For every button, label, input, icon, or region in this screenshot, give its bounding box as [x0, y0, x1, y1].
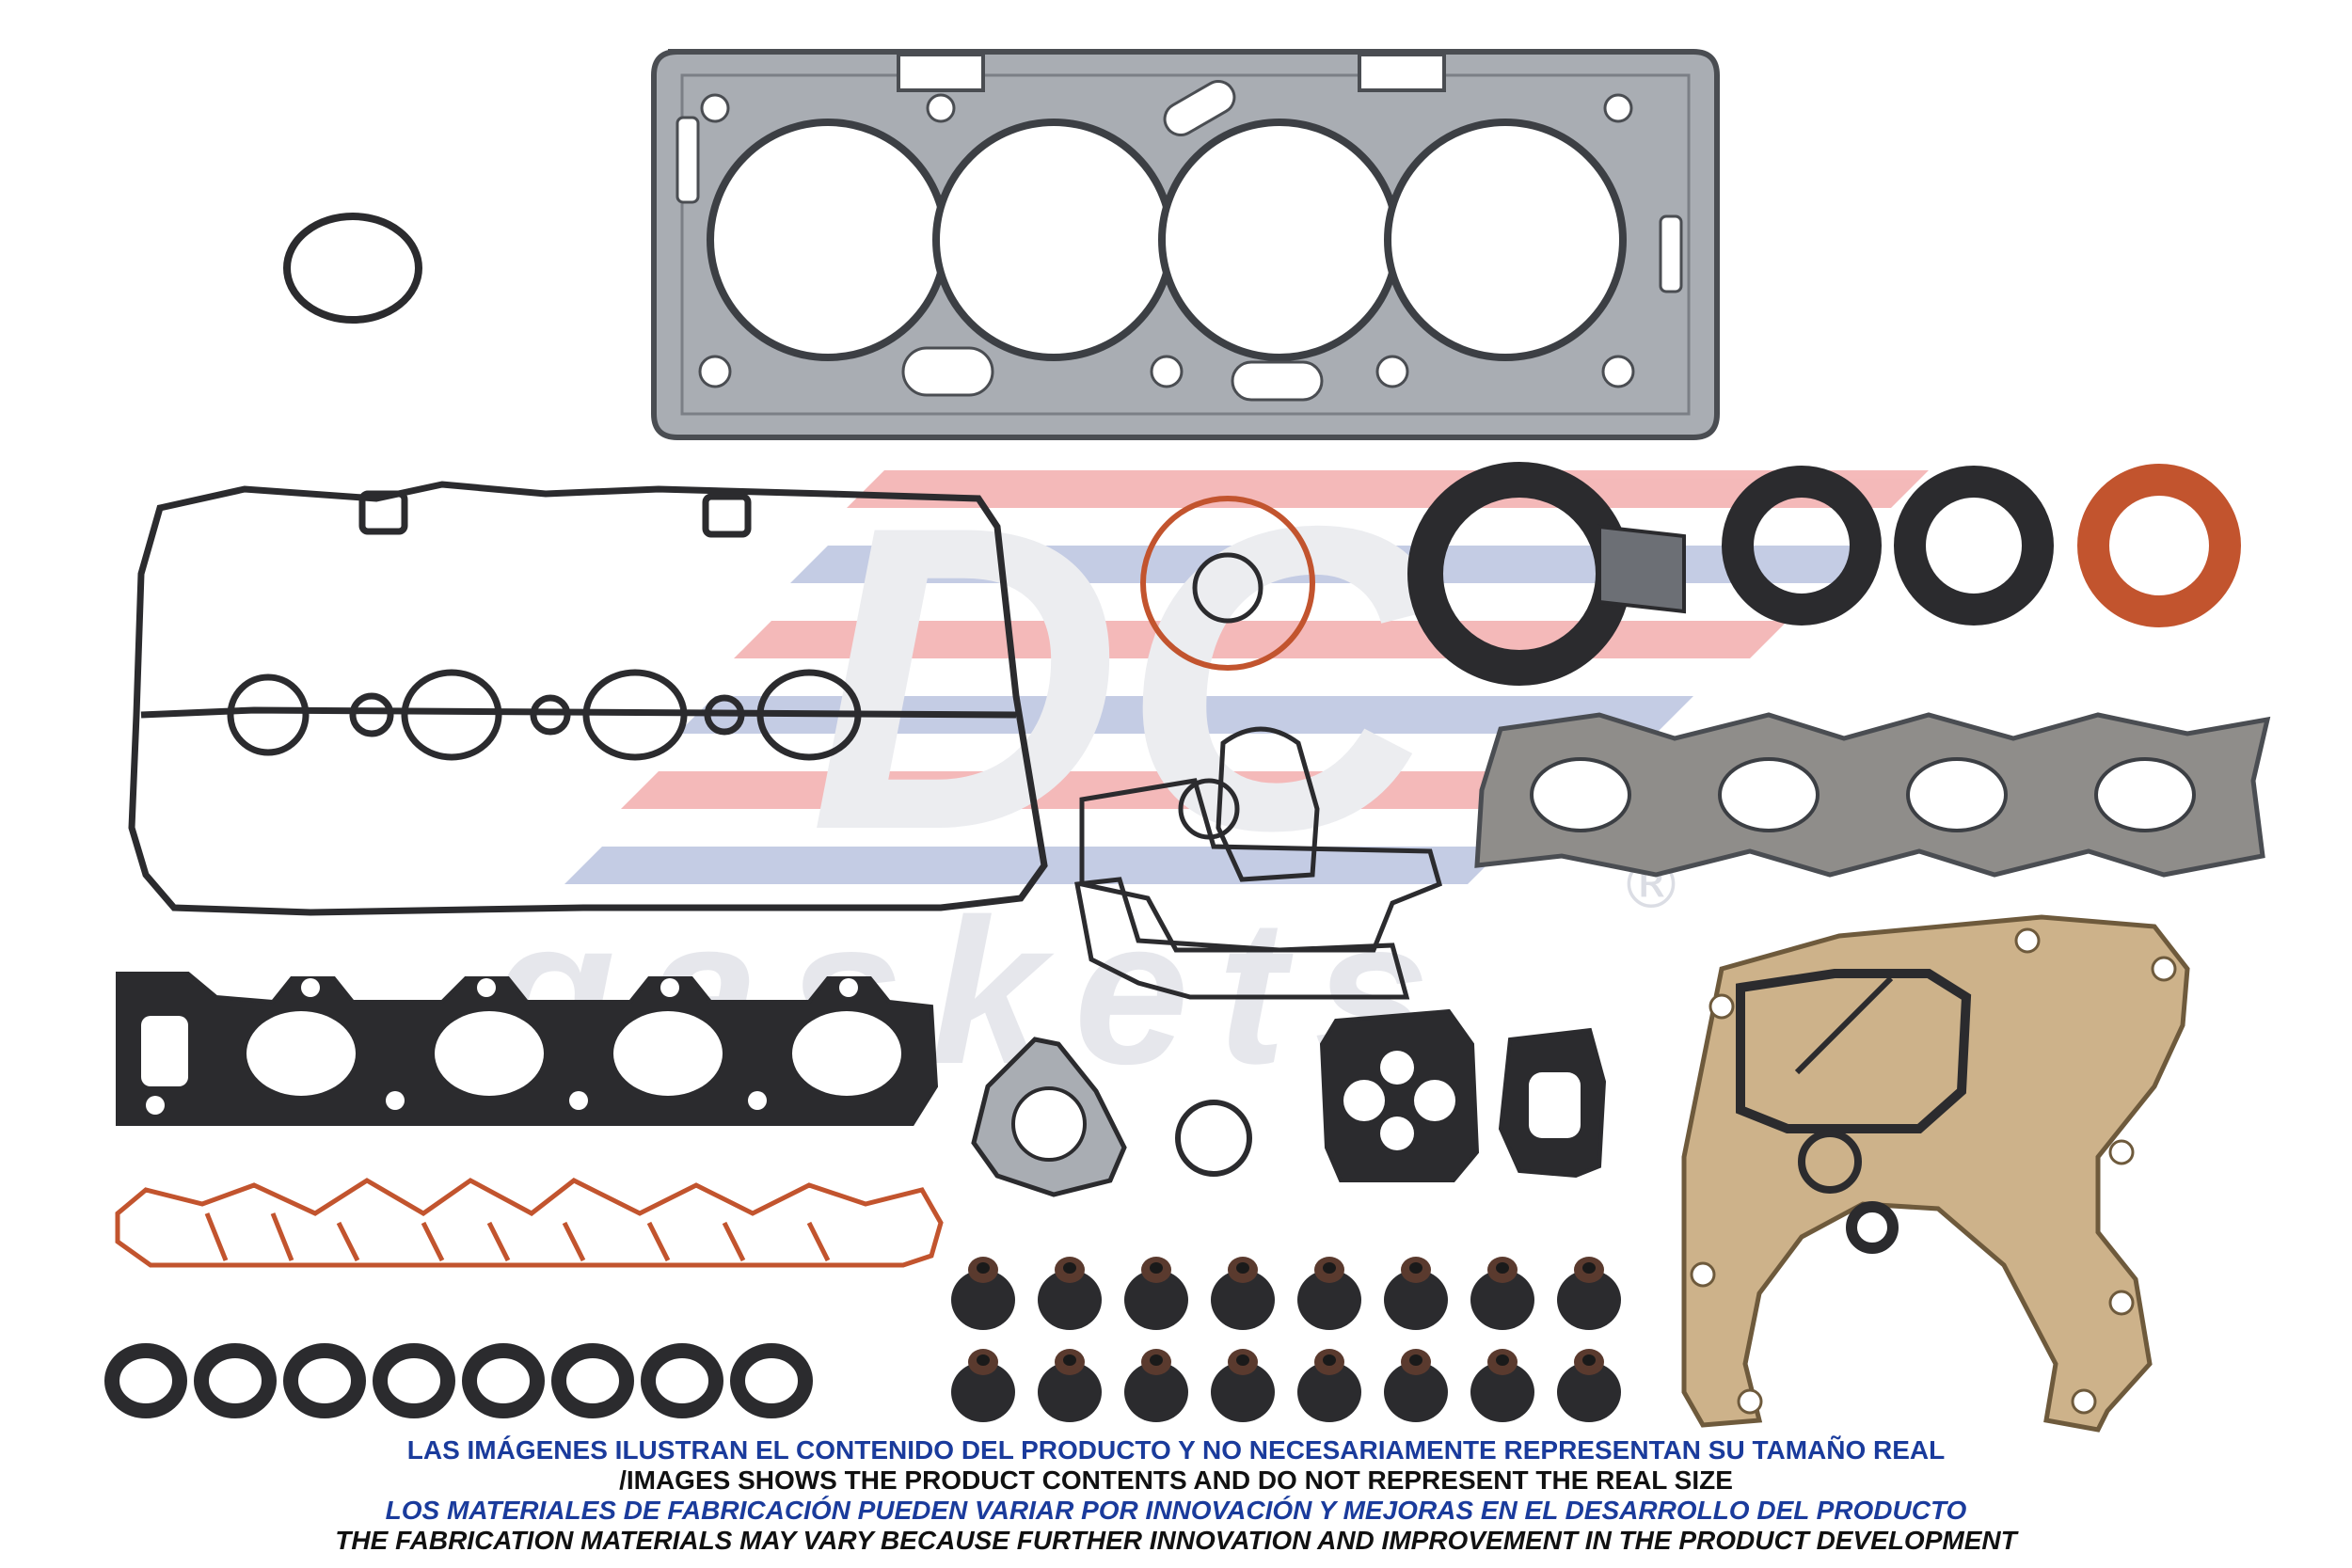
oil-cooler-gasket-icon [1074, 726, 1443, 1000]
injector-o-ring [551, 1343, 634, 1418]
watermark-dc-text: DC [809, 437, 1439, 920]
injector-o-ring [730, 1343, 813, 1418]
timing-cover-gasket-icon [1681, 914, 2190, 1433]
caption-es-materials: LOS MATERIALES DE FABRICACIÓN PUEDEN VAR… [385, 1496, 1967, 1525]
orange-o-ring-icon [1140, 496, 1315, 671]
valve-stem-seal [1124, 1349, 1188, 1422]
valve-stem-seal-icon [951, 1257, 1621, 1422]
valve-stem-seal [1297, 1349, 1361, 1422]
exhaust-manifold-gasket-icon [1474, 712, 2271, 878]
manifold-gasket-icon [116, 972, 939, 1126]
valve-stem-seal [1211, 1349, 1275, 1422]
valve-stem-seal [951, 1257, 1015, 1330]
o-ring-icon [1175, 1100, 1252, 1177]
exhaust-flange-gasket-icon [971, 1037, 1127, 1197]
valve-stem-seal [1297, 1257, 1361, 1330]
injector-o-ring-icon [104, 1343, 813, 1418]
valve-stem-seal [1384, 1349, 1448, 1422]
valve-stem-seal [1384, 1257, 1448, 1330]
caption-en-materials: THE FABRICATION MATERIALS MAY VARY BECAU… [335, 1526, 2017, 1555]
valve-stem-seal [1211, 1257, 1275, 1330]
injector-o-ring [194, 1343, 277, 1418]
cylinder-head-gasket-icon [651, 49, 1720, 440]
egr-gasket-icon [1498, 1027, 1607, 1179]
valve-stem-seal [951, 1349, 1015, 1422]
caption-es-size: LAS IMÁGENES ILUSTRAN EL CONTENIDO DEL P… [406, 1435, 1946, 1465]
injector-o-ring [104, 1343, 187, 1418]
rear-main-seal-icon [1407, 462, 1686, 686]
injector-o-ring [462, 1343, 545, 1418]
valve-stem-seal [1557, 1349, 1621, 1422]
valve-stem-seal [1038, 1349, 1102, 1422]
oil-seal-icon [1722, 464, 2241, 627]
valve-stem-seal [1557, 1257, 1621, 1330]
intake-manifold-gasket-icon [115, 1178, 944, 1268]
valve-stem-seal [1470, 1349, 1534, 1422]
thermostat-seal-icon [283, 213, 422, 324]
valve-stem-seal [1124, 1257, 1188, 1330]
valve-cover-gasket-icon [128, 481, 1048, 916]
injector-o-ring [283, 1343, 366, 1418]
valve-stem-seal [1470, 1257, 1534, 1330]
disclaimer-captions: LAS IMÁGENES ILUSTRAN EL CONTENIDO DEL P… [0, 1435, 2352, 1556]
throttle-body-gasket-icon [1319, 1008, 1480, 1182]
injector-o-ring [373, 1343, 455, 1418]
valve-stem-seal [1038, 1257, 1102, 1330]
caption-en-size: /IMAGES SHOWS THE PRODUCT CONTENTS AND D… [619, 1465, 1733, 1495]
injector-o-ring [641, 1343, 723, 1418]
